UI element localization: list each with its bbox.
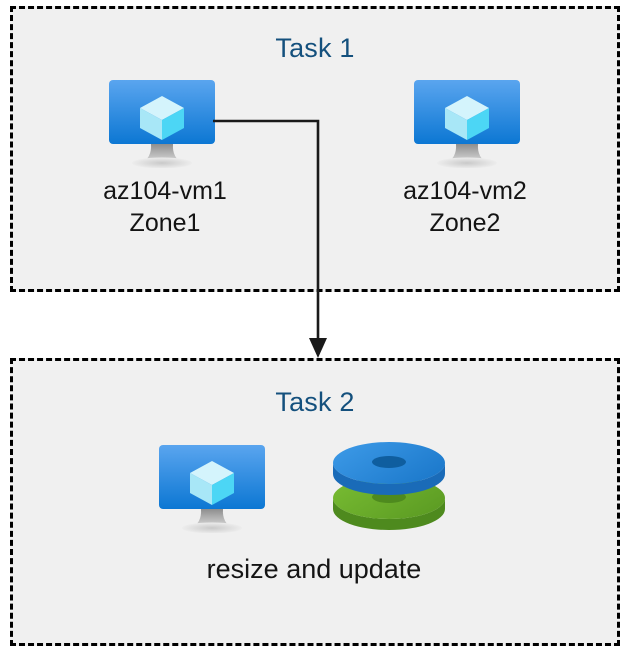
task-2-group: Task 2 [10, 358, 620, 646]
managed-disks-icon [329, 441, 449, 536]
task-2-title: Task 2 [275, 387, 355, 417]
virtual-machine-icon [107, 78, 217, 169]
virtual-machine-icon [412, 78, 522, 169]
task-1-title: Task 1 [275, 33, 355, 63]
task-2-caption: resize and update [206, 554, 422, 584]
vm2-label: az104-vm2 Zone2 [403, 177, 527, 237]
virtual-machine-icon [157, 443, 267, 534]
task-1-group: Task 1 [10, 6, 620, 292]
vm1-label: az104-vm1 Zone1 [103, 177, 227, 237]
